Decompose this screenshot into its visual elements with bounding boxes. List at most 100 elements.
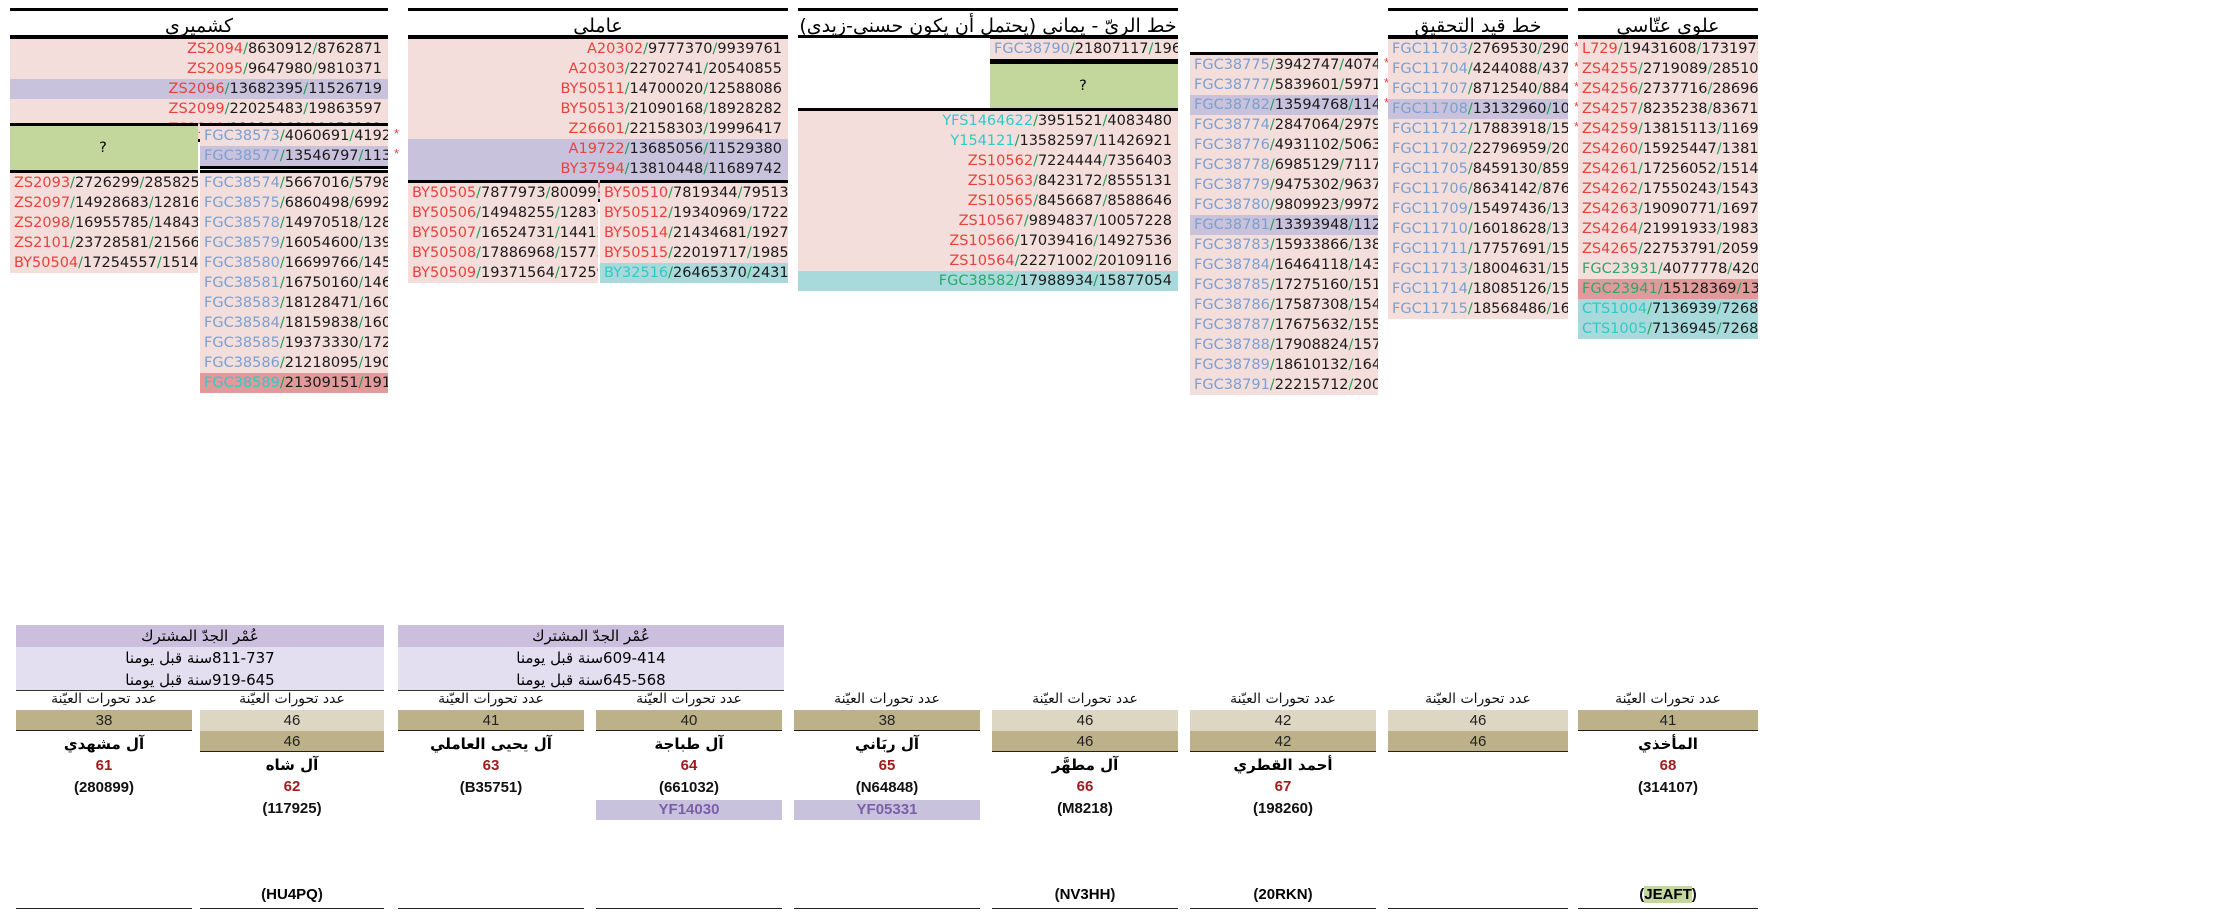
position-1: 9777370 (647, 41, 713, 57)
position-1: 19371564 (481, 265, 555, 281)
position-1: 8456687 (1037, 193, 1103, 209)
slash: / (1148, 41, 1154, 57)
position-1: 21309151 (284, 375, 359, 391)
slash: / (1348, 257, 1354, 273)
haplo-row: ZS4263/19090771/16978891 (1578, 199, 1758, 219)
slash: / (545, 185, 551, 201)
slash: / (148, 235, 154, 251)
position-1: 17988934 (1019, 273, 1094, 289)
slash: / (303, 81, 309, 97)
slash: / (1269, 237, 1275, 253)
position-1: 2719089 (1642, 61, 1708, 77)
position-1: 15128369 (1662, 281, 1737, 297)
slash: / (1348, 337, 1354, 353)
marker-id: FGC11710 (1392, 221, 1468, 237)
slash: / (1736, 281, 1742, 297)
slash: / (1348, 357, 1354, 373)
slash: / (1467, 281, 1473, 297)
marker-id: FGC11714 (1392, 281, 1468, 297)
marker-id: BY50504 (14, 255, 79, 271)
slash: / (1014, 133, 1020, 149)
position-2: 11236072 (1353, 217, 1378, 233)
position-2: 21566695 (153, 235, 198, 251)
marker-id: ZS4263 (1582, 201, 1639, 217)
sample-count-bar-light-1-0: 46 (200, 710, 384, 731)
column-rule-2 (398, 908, 584, 909)
kit-id-6: (198260) (1252, 800, 1314, 817)
slash: / (668, 205, 674, 221)
position-2: 2979023 (1344, 117, 1378, 133)
code-id-4: YF05331 (794, 800, 980, 820)
slash: / (1638, 221, 1643, 237)
marker-id: FGC11705 (1392, 161, 1468, 177)
position-1: 8630912 (247, 41, 313, 57)
slash: / (624, 141, 630, 157)
position-1: 15933866 (1274, 237, 1349, 253)
slash: / (1269, 277, 1275, 293)
position-2: 19830047 (1721, 221, 1758, 237)
position-2: 2851048 (1712, 61, 1758, 77)
slash: / (624, 161, 630, 177)
position-1: 16750160 (284, 275, 359, 291)
slash: / (1069, 41, 1075, 57)
slash: / (1537, 181, 1543, 197)
marker-id: FGC11706 (1392, 181, 1468, 197)
slash: / (1033, 113, 1038, 129)
slash: / (1467, 261, 1473, 277)
haplo-row: FGC38574/5667016/5798975 (200, 173, 388, 193)
slash: / (1467, 301, 1473, 317)
slash: / (1269, 177, 1275, 193)
haplo-row: ZS4261/17256052/15144172 (1578, 159, 1758, 179)
kit-id-8: (314107) (1637, 779, 1699, 796)
slash: / (1716, 221, 1722, 237)
position-2: 15163280 (1353, 277, 1378, 293)
slash: / (1647, 321, 1652, 337)
marker-id: FGC38578 (204, 215, 280, 231)
family-name-1: آل شاه (265, 756, 319, 774)
slash: / (1537, 61, 1543, 77)
position-2: 4074706 (1344, 57, 1378, 73)
position-2: 19056209 (363, 355, 388, 371)
haplo-row: FGC38786/17587308/15475428 (1190, 295, 1378, 315)
marker-id: FGC38579 (204, 235, 280, 251)
position-2: 15877054 (1098, 273, 1172, 289)
position-2: 16456606 (1551, 301, 1568, 317)
slash: / (1348, 97, 1354, 113)
position-2: 15438363 (1721, 181, 1758, 197)
position-1: 7224444 (1037, 153, 1103, 169)
slash: / (148, 215, 154, 231)
position-1: 13594768 (1274, 97, 1349, 113)
slash: / (312, 41, 318, 57)
haplo-row: Z26601/22158303/19996417 (408, 119, 788, 139)
position-1: 18128471 (284, 295, 359, 311)
marker-id: FGC38779 (1194, 177, 1270, 193)
slash: / (1638, 121, 1643, 137)
slash: / (554, 205, 560, 221)
slash: / (1467, 221, 1473, 237)
slash: / (703, 81, 709, 97)
asterisk-marker: * (1574, 79, 1580, 94)
slash: / (1093, 233, 1099, 249)
haplo-row: FGC38581/16750160/14638280 (200, 273, 388, 293)
position-1: 17254557 (83, 255, 157, 271)
family-number-2: 63 (482, 757, 500, 774)
slash: / (1023, 213, 1029, 229)
haplo-row: FGC38585/19373330/17261450 (200, 333, 388, 353)
haplo-row: FGC11704/4244088/4376047 (1388, 59, 1568, 79)
kit-id-5: (M8218) (1057, 800, 1113, 817)
slash: / (712, 41, 718, 57)
marker-id: FGC38790 (994, 41, 1070, 57)
position-1: 9647980 (247, 61, 313, 77)
position-2: 15973246 (1551, 281, 1568, 297)
position-1: 8634142 (1472, 181, 1538, 197)
kit-id-0: (280899) (73, 779, 135, 796)
haplo-row: ZS10565/8456687/8588646 (798, 191, 1178, 211)
position-1: 19373330 (284, 335, 359, 351)
position-1: 18159838 (284, 315, 359, 331)
position-2: 19645231 (1153, 41, 1178, 57)
asterisk-marker: * (1574, 59, 1580, 74)
position-1: 8235238 (1642, 101, 1708, 117)
position-2: 7951303 (742, 185, 789, 201)
